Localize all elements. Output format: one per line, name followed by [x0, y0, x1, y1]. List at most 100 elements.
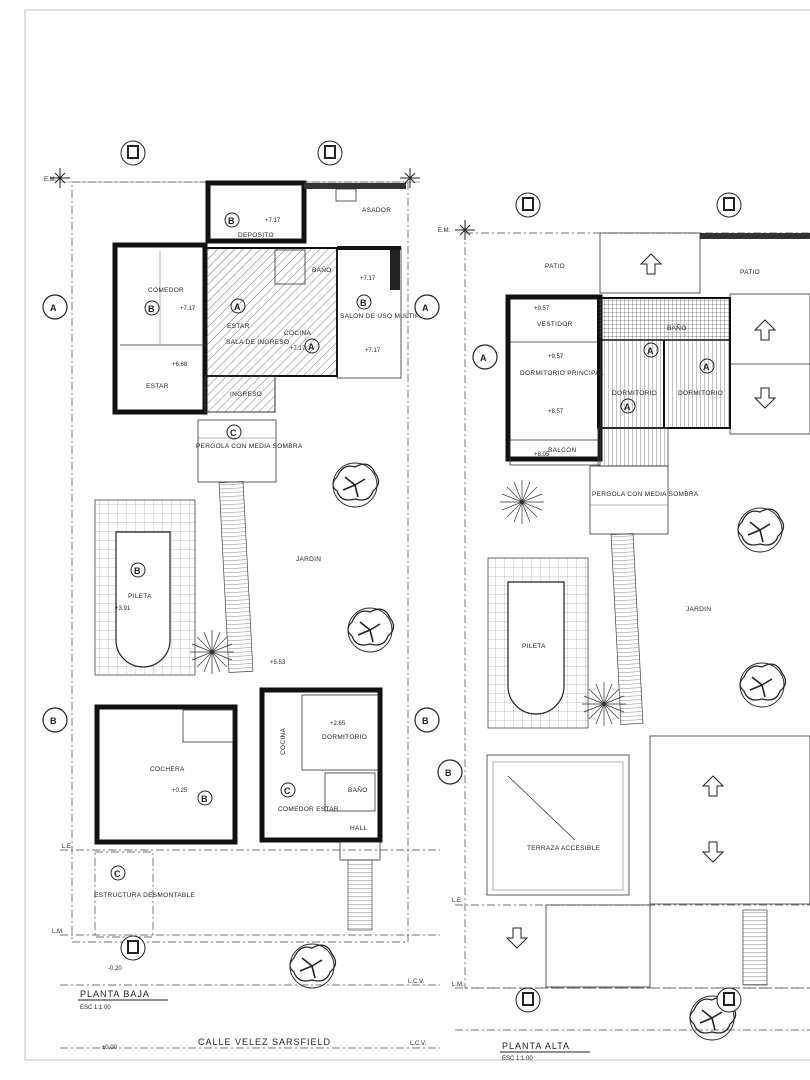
pergola-ground: [197, 419, 277, 483]
room-jardin: JARDIN: [296, 556, 321, 563]
badge: A: [624, 402, 631, 412]
room-dormitorio-1: DORMITORIO: [612, 390, 657, 397]
badge: A: [234, 302, 241, 312]
level-mark: +0.25: [172, 788, 188, 794]
room-estar-2: ESTAR: [227, 323, 250, 330]
asador-wall: [304, 183, 406, 189]
plan-title-baja: PLANTA BAJA: [80, 989, 150, 999]
room-estar: ESTAR: [146, 383, 169, 390]
garden-steps: [218, 481, 254, 673]
room-pileta-upper: PILETA: [522, 643, 546, 650]
room-dorm-principal: DORMITORIO PRINCIPAL: [520, 370, 604, 377]
pileta-ground: [115, 531, 171, 668]
level-mark: +9.57: [534, 306, 550, 312]
street-name: CALLE VELEZ SARSFIELD: [198, 1037, 331, 1047]
room-patio: PATIO: [545, 263, 565, 270]
badge: B: [201, 794, 208, 804]
badge: C: [230, 428, 237, 438]
terraza-accesible: [486, 754, 630, 896]
room-dormitorio: DORMITORIO: [322, 734, 367, 741]
room-pergola-upper: PERGOLA CON MEDIA SOMBRA: [592, 491, 699, 498]
edge-em: E.M.: [44, 177, 57, 183]
estructura-desmontable: [94, 851, 154, 938]
edge-lm: L.M.: [52, 929, 64, 935]
section-cut-icon: [515, 192, 742, 1013]
edge-le: L.E.: [452, 898, 463, 904]
room-cochera: COCHERA: [150, 766, 185, 773]
tree-icon: [737, 507, 785, 553]
badge: B: [148, 304, 155, 314]
room-terraza: TERRAZA ACCESIBLE: [527, 845, 600, 852]
north-arrow-icon: [455, 220, 475, 240]
room-vestidor: VESTIDOR: [537, 321, 573, 328]
room-pileta: PILETA: [128, 593, 152, 600]
room-patio-2: PATIO: [740, 269, 760, 276]
edge-em: E.M.: [438, 228, 451, 234]
edge-le: L.E.: [62, 844, 73, 850]
level-mark: +7.17: [290, 346, 306, 352]
level-mark: +2.65: [330, 721, 346, 727]
room-pergola: PERGOLA CON MEDIA SOMBRA: [196, 443, 303, 450]
level-mark: +7.17: [265, 218, 281, 224]
room-dormitorio-2: DORMITORIO: [678, 390, 723, 397]
sheet-border: [24, 9, 810, 1061]
edge-lm: L.M.: [452, 982, 464, 988]
room-ingreso: INGRESO: [230, 391, 262, 398]
room-balcon: BALCON: [548, 447, 577, 454]
badge: C: [114, 869, 121, 879]
room-salon: SALON DE USO MULTIPLE: [340, 313, 429, 320]
planta-alta: PATIO PATIO VESTIDOR BAÑO DORMITORIO PRI…: [437, 192, 810, 1062]
room-deposito: DEPOSITO: [238, 232, 274, 239]
badge: A: [647, 346, 654, 356]
room-cocina-guest: COCINA: [280, 728, 287, 755]
pergola-upper: [589, 465, 669, 535]
street-level: ±0.00: [102, 1045, 118, 1051]
tree-icon: [739, 662, 787, 708]
room-bano-guest: BAÑO: [348, 785, 368, 794]
badge: A: [308, 342, 315, 352]
guest-unit-walls: [259, 687, 383, 843]
badge: B: [134, 566, 141, 576]
badge: A: [703, 362, 710, 372]
tree-icon: [289, 943, 337, 989]
entry-steps: [347, 859, 373, 931]
room-comedor-estar: COMEDOR ESTAR: [278, 806, 339, 813]
room-estructura: ESTRUCTURA DESMONTABLE: [94, 892, 195, 899]
room-hall: HALL: [350, 825, 368, 832]
roof-garage: [649, 735, 810, 905]
north-arrow-icon: [50, 168, 420, 188]
plan-scale-baja: ESC 1:1 00: [80, 1005, 111, 1011]
section-mark: B: [50, 716, 57, 726]
edge-lcv: L.C.V.: [408, 979, 424, 985]
plan-title-alta: PLANTA ALTA: [502, 1041, 570, 1051]
room-sala-ingreso: SALA DE INGRESO: [226, 339, 289, 346]
bano-fixtures: [274, 249, 306, 285]
level-mark: +8.57: [548, 409, 564, 415]
room-cocina: COCINA: [284, 330, 311, 337]
level-mark: +5.53: [270, 660, 286, 666]
level-mark: -0.20: [108, 966, 122, 972]
pileta-upper: [507, 581, 565, 715]
planta-baja: DEPOSITO ASADOR COMEDOR ESTAR SALA DE IN…: [42, 140, 440, 1051]
tree-icon: [347, 607, 395, 653]
plan-scale-alta: ESC 1:1 00: [502, 1056, 533, 1062]
palm-icon: [499, 479, 545, 525]
room-bano-upper: BAÑO: [667, 323, 687, 332]
cochera-walls: [94, 704, 238, 845]
room-jardin-upper: JARDIN: [686, 606, 711, 613]
room-asador: ASADOR: [362, 207, 391, 214]
tree-icon: [332, 462, 380, 508]
level-mark: +6.68: [172, 362, 188, 368]
level-mark: +9.57: [548, 354, 564, 360]
badge: C: [284, 786, 291, 796]
level-mark: +7.17: [180, 306, 196, 312]
stair-arrow-icon: [505, 253, 777, 949]
room-comedor: COMEDOR: [148, 287, 184, 294]
ingreso-area: [204, 375, 276, 413]
level-mark: +3.91: [115, 606, 131, 612]
deposito-walls: [205, 180, 307, 244]
bano-upper: [597, 297, 731, 341]
section-mark: A: [50, 303, 57, 313]
edge-lcv: L.C.V.: [410, 1041, 426, 1047]
